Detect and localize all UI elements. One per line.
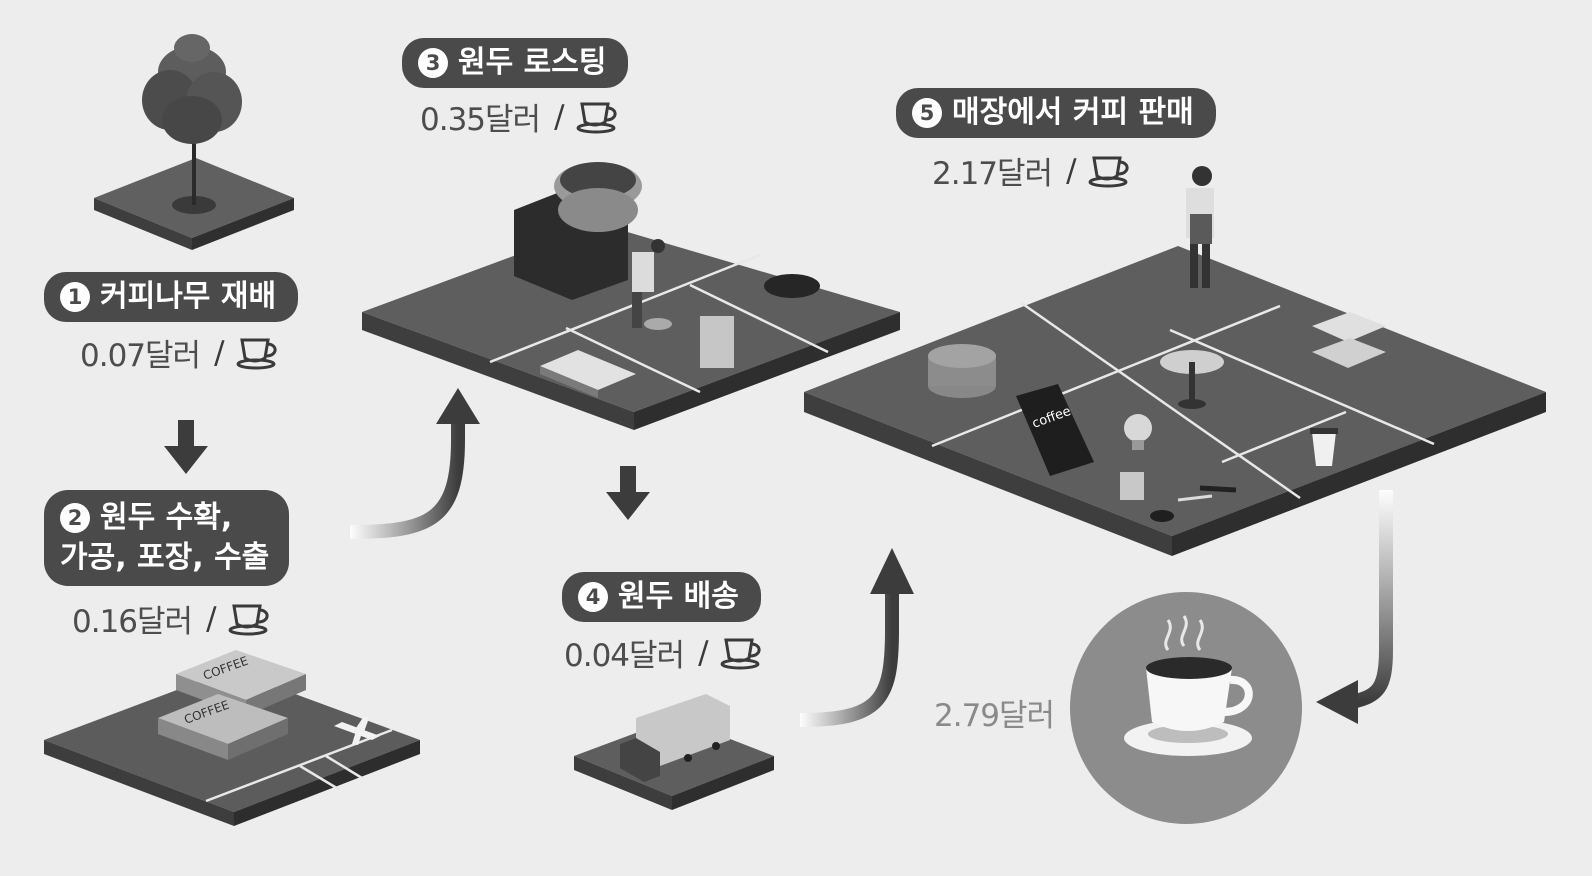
step-3-price: 0.35달러 / — [420, 94, 622, 139]
price-value: 0.07달러 — [80, 338, 201, 374]
step-title-text: 가공, 포장, 수출 — [60, 540, 270, 575]
price-value: 2.17달러 — [932, 156, 1053, 192]
menu-board-icon: coffee — [1016, 384, 1094, 476]
step-title-text: 원두 배송 — [618, 579, 739, 614]
step-number-badge: 5 — [912, 98, 942, 128]
coffee-tree-icon — [142, 34, 242, 144]
arrow-down-icon — [606, 466, 650, 520]
price-value: 0.16달러 — [72, 604, 193, 640]
curved-arrow-up-icon — [799, 548, 914, 727]
step-2-price: 0.16달러 / — [72, 596, 274, 641]
step-5-title: 5 매장에서 커피 판매 — [896, 88, 1216, 138]
coffee-cup-icon — [236, 338, 277, 369]
coffee-cup-icon — [1088, 156, 1129, 187]
step-number-badge: 1 — [60, 282, 90, 312]
airplane-icon — [334, 716, 380, 745]
step-title-text: 원두 로스팅 — [458, 45, 607, 80]
step-1-title: 1 커피나무 재배 — [44, 272, 299, 322]
final-coffee-illustration — [1070, 592, 1302, 824]
coffee-cup-icon — [576, 102, 617, 133]
tree-platform — [94, 110, 294, 250]
coffee-cup-icon — [720, 638, 761, 669]
step-4-price: 0.04달러 / — [564, 630, 766, 675]
step-number-badge: 3 — [418, 48, 448, 78]
price-separator: / — [214, 334, 225, 371]
curved-arrow-up-icon — [349, 388, 480, 539]
cafe-table-icon — [1160, 350, 1224, 409]
mug-icon — [1120, 472, 1237, 522]
step-title-text: 원두 수확, — [100, 500, 233, 535]
worker-icon — [632, 239, 734, 368]
barista-icon — [1186, 166, 1214, 288]
bean-sack-icon — [764, 274, 820, 298]
price-separator: / — [1066, 152, 1077, 189]
step-number-badge: 2 — [60, 503, 90, 533]
price-separator: / — [554, 98, 565, 135]
price-separator: / — [698, 634, 709, 671]
step-3-title: 3 원두 로스팅 — [402, 38, 629, 88]
shelf-icon — [1312, 312, 1386, 368]
step-5-price: 2.17달러 / — [932, 148, 1134, 193]
tray-icon — [540, 350, 636, 398]
price-value: 0.04달러 — [564, 638, 685, 674]
step-title-text: 매장에서 커피 판매 — [952, 95, 1194, 130]
truck-icon — [620, 694, 730, 782]
arrow-down-icon — [164, 420, 208, 474]
lightbulb-icon — [1124, 414, 1152, 450]
curved-arrow-down-icon — [1316, 490, 1393, 724]
step-number-badge: 4 — [578, 582, 608, 612]
price-separator: / — [206, 600, 217, 637]
store-platform — [804, 246, 1546, 556]
coffee-cup-icon — [228, 604, 269, 635]
takeout-cup-icon — [1310, 428, 1338, 466]
roasting-platform — [362, 224, 900, 430]
step-2-title: 2 원두 수확, 가공, 포장, 수출 — [44, 490, 290, 586]
step-1-price: 0.07달러 / — [80, 330, 282, 375]
step-title-text: 커피나무 재배 — [100, 279, 277, 314]
step-4-title: 4 원두 배송 — [562, 572, 761, 622]
coin-stack-icon — [928, 344, 996, 398]
roaster-machine-icon — [514, 162, 642, 300]
final-price: 2.79달러 — [934, 698, 1055, 734]
price-value: 0.35달러 — [420, 102, 541, 138]
